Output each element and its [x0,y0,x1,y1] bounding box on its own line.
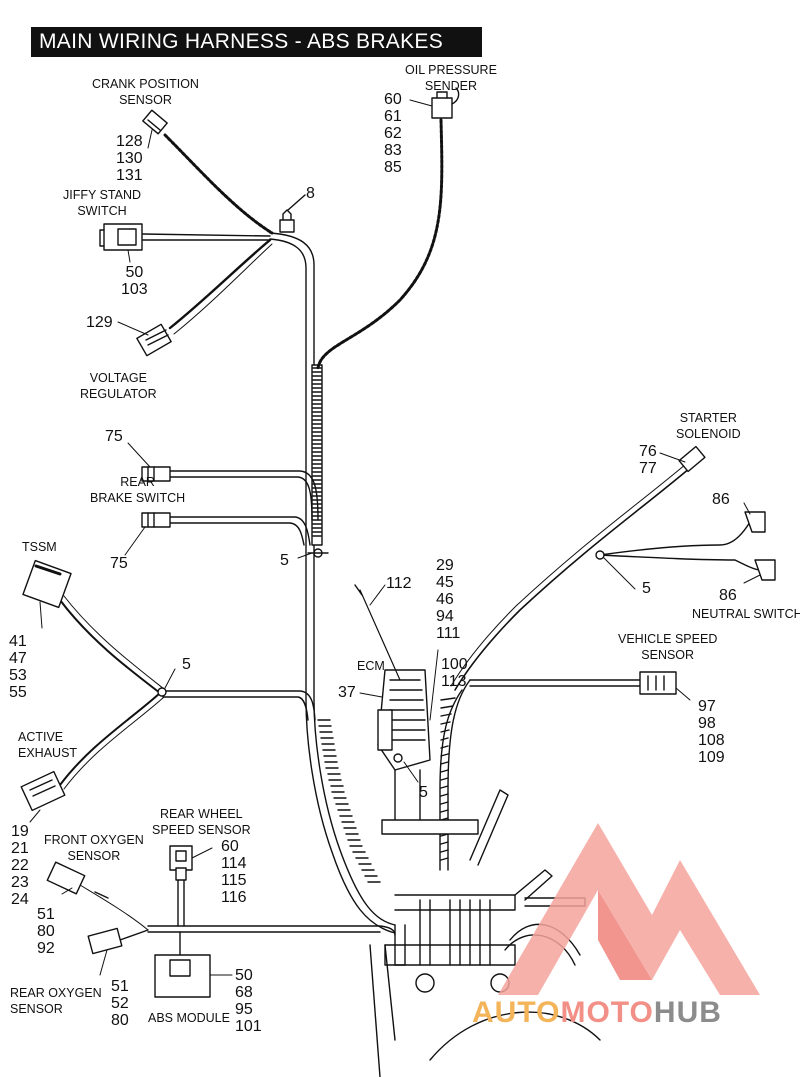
main-trunk [269,232,396,934]
clip-top [279,194,306,233]
crank-sensor-branch [142,109,274,235]
oil-sender-branch [316,87,460,370]
rear-brake-branch-lower [141,512,311,546]
vss-branch [469,671,677,695]
callout-ecm-left: 37 [338,684,356,701]
jiffy-stand-branch [99,223,271,251]
leader-lines [29,99,761,976]
title-bar: MAIN WIRING HARNESS - ABS BRAKES [31,27,482,57]
callout-voltage: 129 [86,314,113,331]
label-ecm: ECM [357,659,385,673]
voltage-regulator-branch [136,238,273,357]
label-abs-module: ABS MODULE [148,1011,230,1025]
callout-brake-upper: 75 [105,428,123,445]
page-title: MAIN WIRING HARNESS - ABS BRAKES [39,30,444,53]
callout-brake-lower: 75 [110,555,128,572]
label-neutral-switch: NEUTRAL SWITCH [692,607,800,621]
watermark-text: AUTOMOTOHUB [472,996,722,1029]
callout-clip-mid: 5 [280,552,289,569]
callout-neutral-upper: 86 [712,491,730,508]
callout-neutral-lower: 86 [719,587,737,604]
rear-brake-branch-upper [141,466,319,521]
label-tssm: TSSM [22,540,57,554]
lower-left-harness [46,845,396,998]
ecm-body [354,584,431,831]
watermark-logo [498,823,760,995]
tssm-branch [20,559,316,812]
callout-clip-left: 5 [182,656,191,673]
conduit-right [439,679,471,871]
callout-clip-right: 5 [642,580,651,597]
callout-clip-ecm: 5 [419,784,428,801]
callout-clip-top: 8 [306,185,315,202]
callout-ecm-top: 112 [386,575,412,592]
starter-branch [450,445,776,691]
